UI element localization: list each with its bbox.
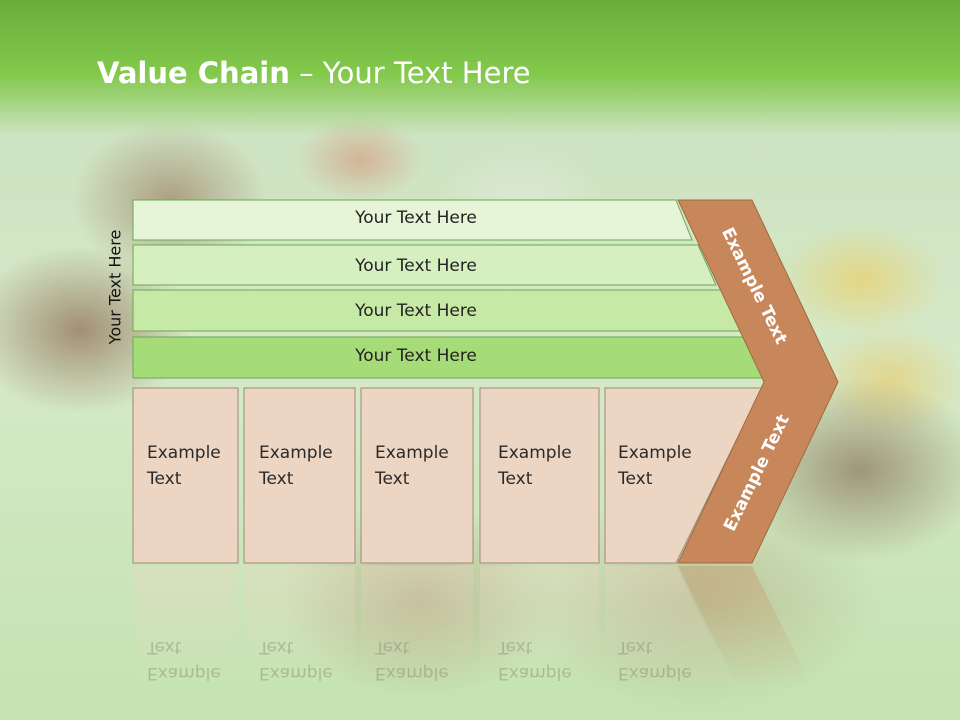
- box-1-label-reflection: Example Text: [147, 634, 221, 686]
- box-1: [132, 387, 239, 564]
- box-5-line2-reflection: Text: [618, 637, 653, 657]
- box-5-line1-reflection: Example: [618, 663, 692, 683]
- bar-4-label: Your Text Here: [355, 346, 477, 366]
- box-3-label-reflection: Example Text: [375, 634, 449, 686]
- box-2-line2: Text: [259, 469, 294, 489]
- box-5-line2: Text: [618, 469, 653, 489]
- box-3-line2: Text: [375, 469, 410, 489]
- box-1-reflection: [133, 566, 238, 686]
- box-1-line2: Text: [147, 469, 182, 489]
- box-3-reflection: [361, 566, 473, 686]
- box-5-reflection: [605, 566, 736, 686]
- chevron-reflection: [678, 566, 812, 686]
- header-band: [0, 0, 960, 135]
- box-2: [243, 387, 356, 564]
- box-2-line1-reflection: Example: [259, 663, 333, 683]
- box-3-line1: Example: [375, 443, 449, 463]
- slide-title-bold: Value Chain: [97, 56, 290, 90]
- box-2-line1: Example: [259, 443, 333, 463]
- box-4-reflection: [480, 566, 599, 686]
- box-3: [360, 387, 474, 564]
- box-4-line1-reflection: Example: [498, 663, 572, 683]
- box-5-label-reflection: Example Text: [618, 634, 692, 686]
- box-4-line2-reflection: Text: [498, 637, 533, 657]
- box-1-line2-reflection: Text: [147, 637, 182, 657]
- box-3-line2-reflection: Text: [375, 637, 410, 657]
- slide-title-rest: – Your Text Here: [289, 56, 531, 90]
- box-1-line1: Example: [147, 443, 221, 463]
- slide-title: Value Chain – Your Text Here: [97, 56, 531, 90]
- box-2-reflection: [244, 566, 355, 686]
- box-3-line1-reflection: Example: [375, 663, 449, 683]
- box-5: [604, 387, 763, 564]
- bar-3-label: Your Text Here: [355, 301, 477, 321]
- bar-2: [132, 244, 717, 286]
- box-5-line1: Example: [618, 443, 692, 463]
- chevron-arrow: [677, 199, 839, 564]
- box-4: [479, 387, 600, 564]
- bar-2-label: Your Text Here: [355, 256, 477, 276]
- box-2-label-reflection: Example Text: [259, 634, 333, 686]
- box-1-line1-reflection: Example: [147, 663, 221, 683]
- box-4-line1: Example: [498, 443, 572, 463]
- box-4-line2: Text: [498, 469, 533, 489]
- box-2-line2-reflection: Text: [259, 637, 294, 657]
- box-4-label-reflection: Example Text: [498, 634, 572, 686]
- bar-1-label: Your Text Here: [355, 208, 477, 228]
- bar-1: [132, 199, 693, 241]
